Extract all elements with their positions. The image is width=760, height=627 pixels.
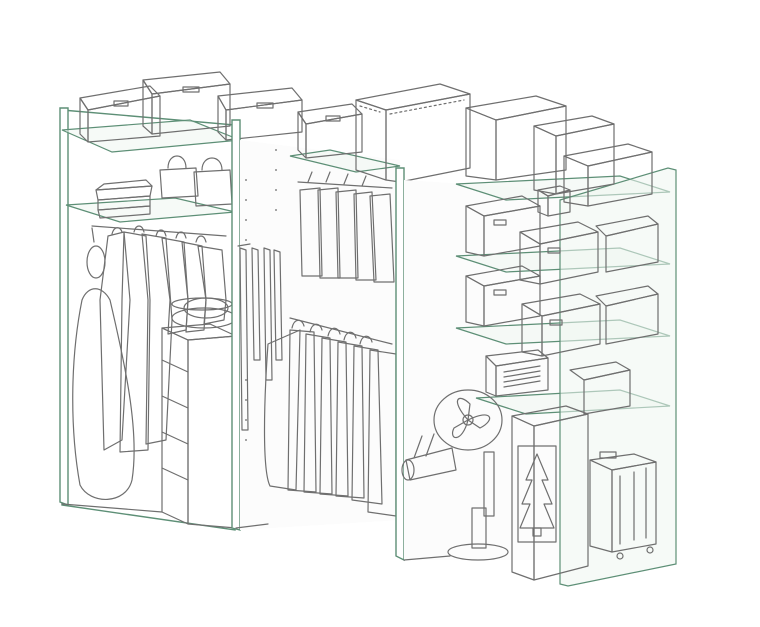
storage-box (142, 71, 231, 135)
basket-box (465, 265, 541, 327)
storage-box (79, 85, 161, 143)
rolled-mat (401, 433, 457, 481)
storage-box (217, 87, 303, 141)
heater (485, 349, 549, 397)
handbags (159, 155, 233, 207)
basket-boxes (465, 195, 659, 415)
right-section (395, 167, 677, 587)
belts (237, 243, 283, 431)
ironing-board (72, 288, 135, 500)
suitcase-case (355, 83, 471, 183)
right-side-panel (559, 167, 677, 587)
folded-shirts (95, 179, 153, 219)
center-section (231, 119, 401, 531)
basket-box (569, 361, 631, 415)
hanging-pants (299, 171, 395, 283)
storage-box-center (297, 103, 363, 159)
pink-boxes (465, 95, 653, 217)
christmas-tree-box (511, 405, 589, 581)
pink-box (563, 143, 653, 207)
center-top-shelf (289, 149, 401, 173)
left-section (59, 107, 241, 531)
storage-boxes-top-left (79, 71, 303, 143)
basket-box (595, 285, 659, 345)
floor-edges (61, 503, 451, 561)
shelf-pin-holes (245, 149, 277, 441)
basket-box (595, 215, 659, 273)
handbag-icon (159, 155, 199, 199)
christmas-tree-icon (519, 453, 555, 537)
electric-fan (433, 389, 509, 561)
hanging-coats (99, 225, 227, 453)
basket-box (521, 293, 601, 357)
pink-box (465, 95, 567, 181)
rolling-suitcase (589, 451, 657, 560)
